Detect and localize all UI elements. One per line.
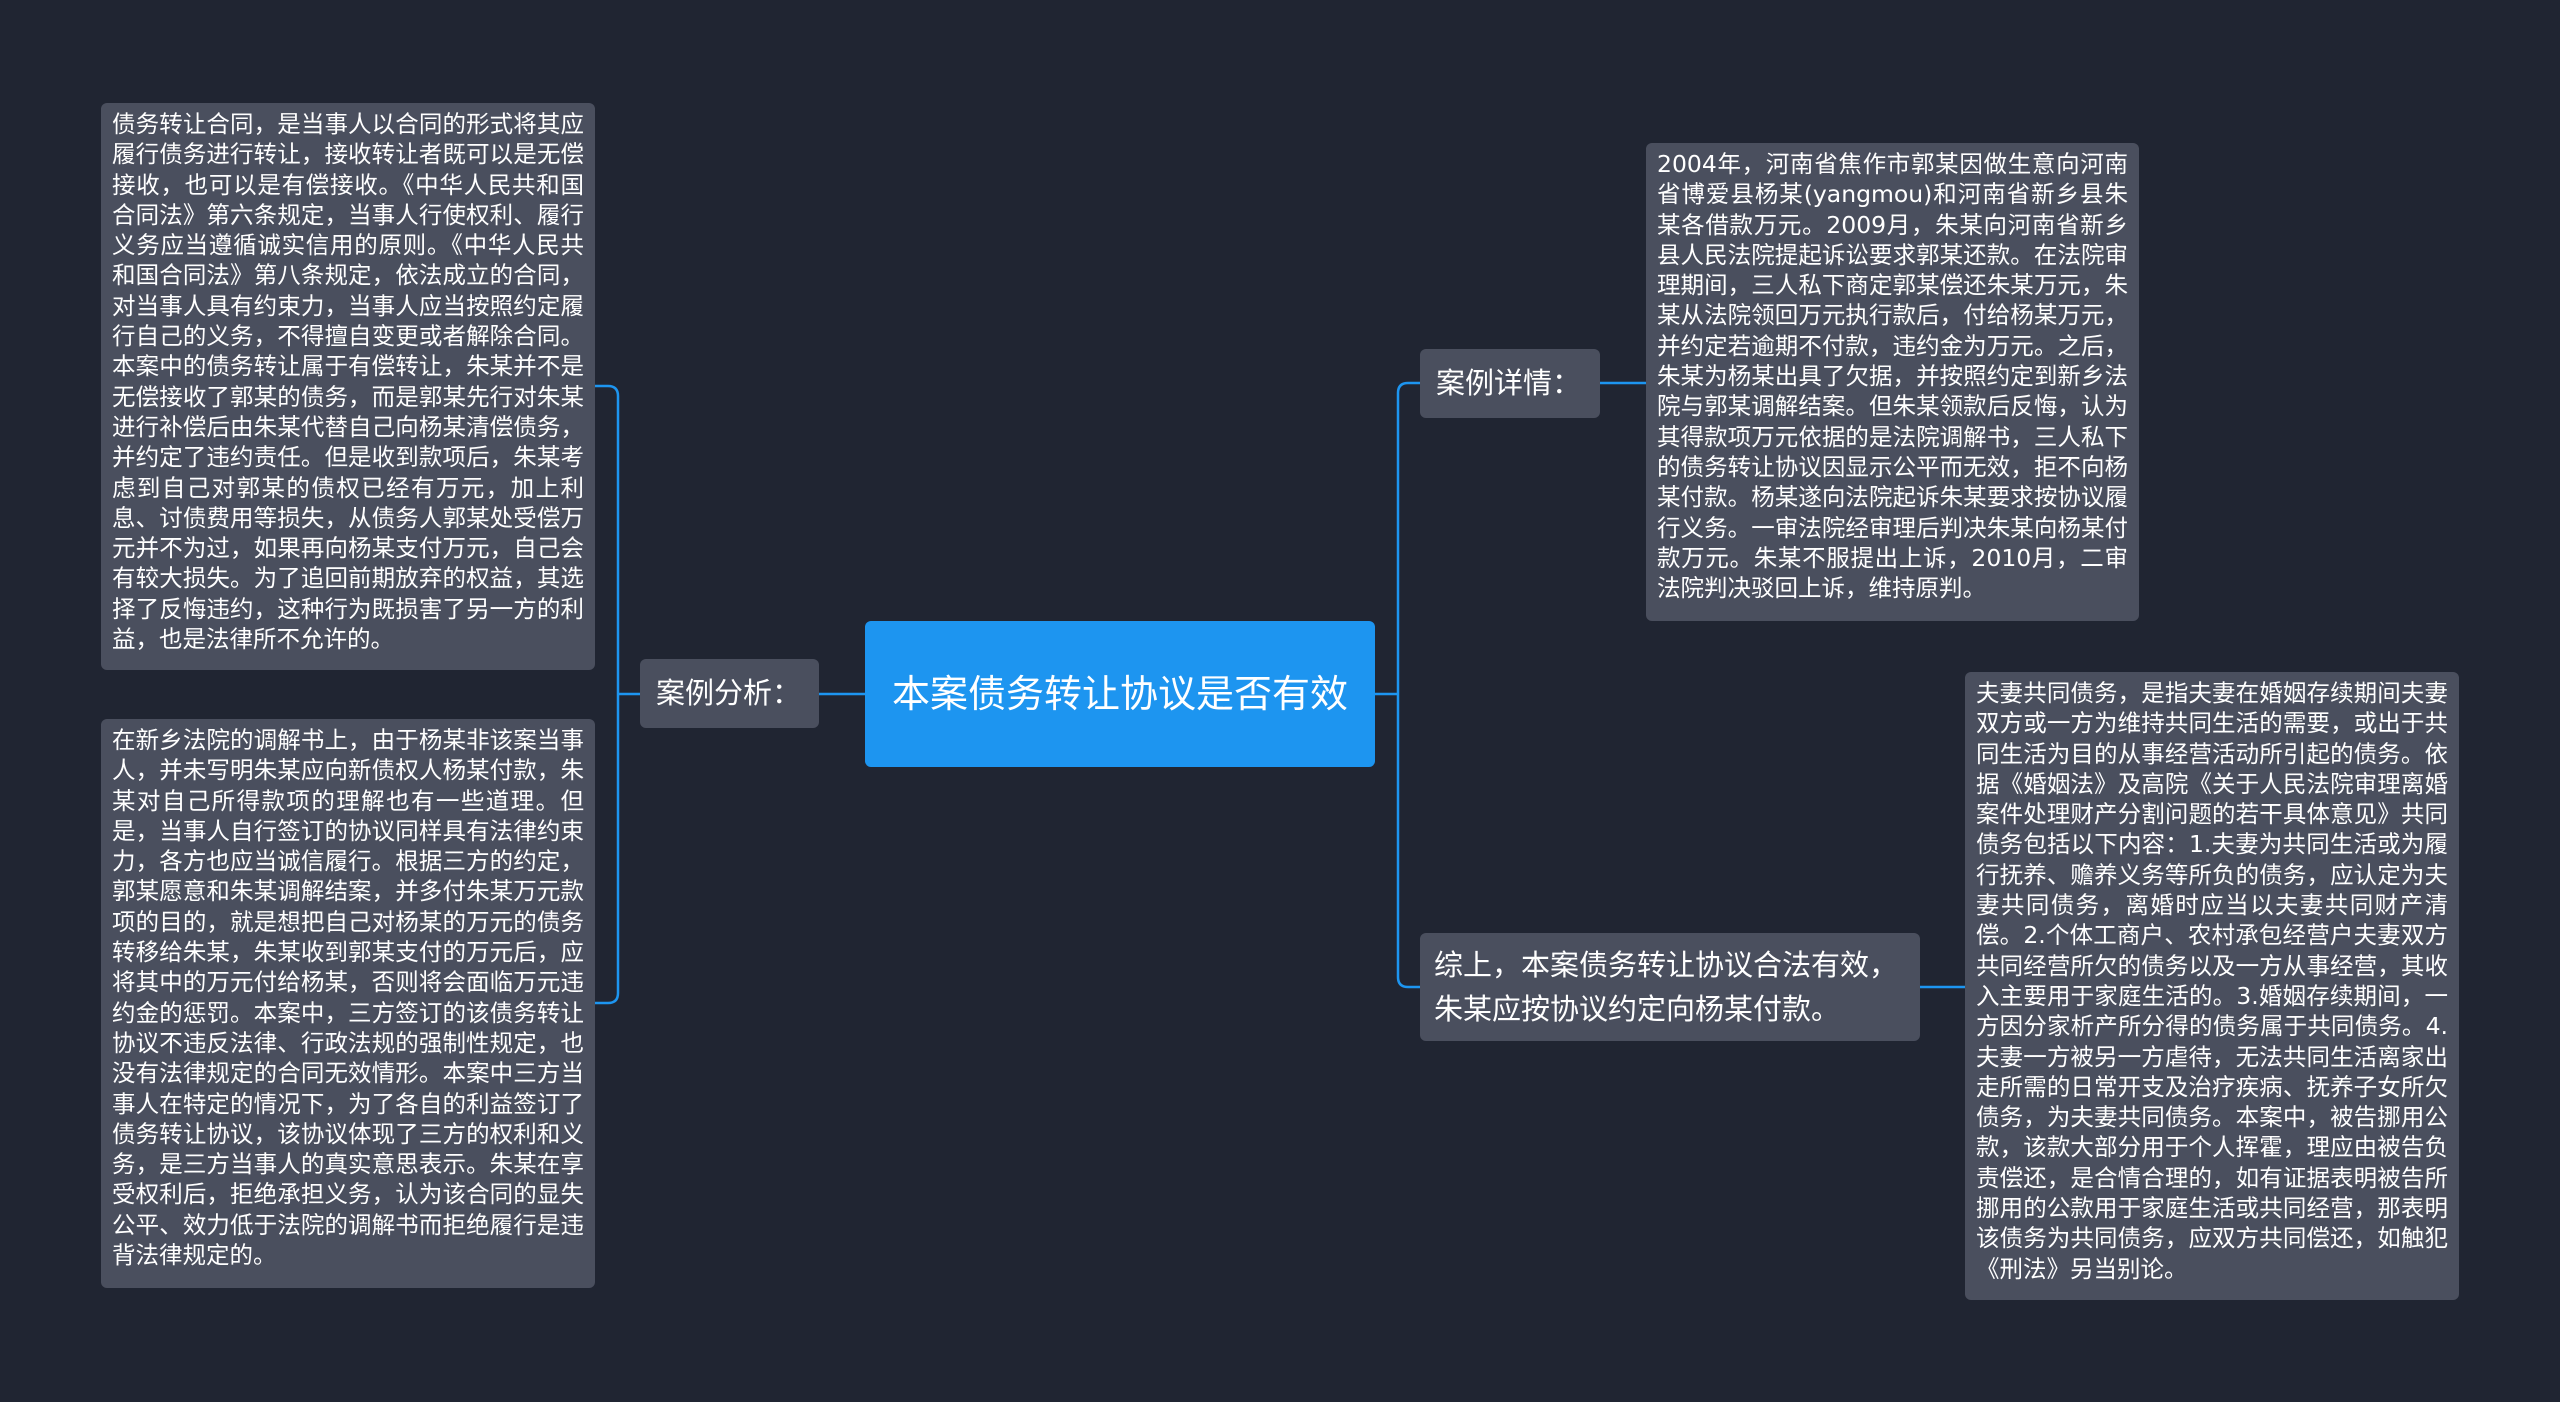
connector-analysis-leaves bbox=[595, 384, 640, 1005]
branch-summary[interactable]: 综上，本案债务转让协议合法有效，朱某应按协议约定向杨某付款。 bbox=[1420, 933, 1920, 1041]
leaf-detail-1[interactable]: 2004年，河南省焦作市郭某因做生意向河南省博爱县杨某(yangmou)和河南省… bbox=[1646, 143, 2139, 621]
root-topic[interactable]: 本案债务转让协议是否有效 bbox=[865, 621, 1375, 767]
leaf-analysis-2-text: 在新乡法院的调解书上，由于杨某非该案当事人，并未写明朱某应向新债权人杨某付款，朱… bbox=[112, 726, 584, 1270]
branch-case-analysis[interactable]: 案例分析： bbox=[640, 659, 819, 728]
branch-summary-label: 综上，本案债务转让协议合法有效，朱某应按协议约定向杨某付款。 bbox=[1434, 948, 1899, 1026]
connector-root-right bbox=[1375, 381, 1420, 989]
leaf-detail-1-text: 2004年，河南省焦作市郭某因做生意向河南省博爱县杨某(yangmou)和河南省… bbox=[1657, 150, 2128, 603]
branch-case-detail[interactable]: 案例详情： bbox=[1420, 349, 1600, 418]
branch-case-analysis-label: 案例分析： bbox=[656, 676, 802, 710]
root-topic-text: 本案债务转让协议是否有效 bbox=[891, 672, 1348, 716]
leaf-summary-1-text: 夫妻共同债务，是指夫妻在婚姻存续期间夫妻双方或一方为维持共同生活的需要，或出于共… bbox=[1976, 679, 2448, 1283]
leaf-analysis-1-text: 债务转让合同，是当事人以合同的形式将其应履行债务进行转让，接收转让者既可以是无偿… bbox=[112, 110, 584, 654]
leaf-analysis-1[interactable]: 债务转让合同，是当事人以合同的形式将其应履行债务进行转让，接收转让者既可以是无偿… bbox=[101, 103, 595, 670]
leaf-analysis-2[interactable]: 在新乡法院的调解书上，由于杨某非该案当事人，并未写明朱某应向新债权人杨某付款，朱… bbox=[101, 719, 595, 1288]
leaf-summary-1[interactable]: 夫妻共同债务，是指夫妻在婚姻存续期间夫妻双方或一方为维持共同生活的需要，或出于共… bbox=[1965, 672, 2459, 1300]
branch-case-detail-label: 案例详情： bbox=[1436, 366, 1582, 400]
